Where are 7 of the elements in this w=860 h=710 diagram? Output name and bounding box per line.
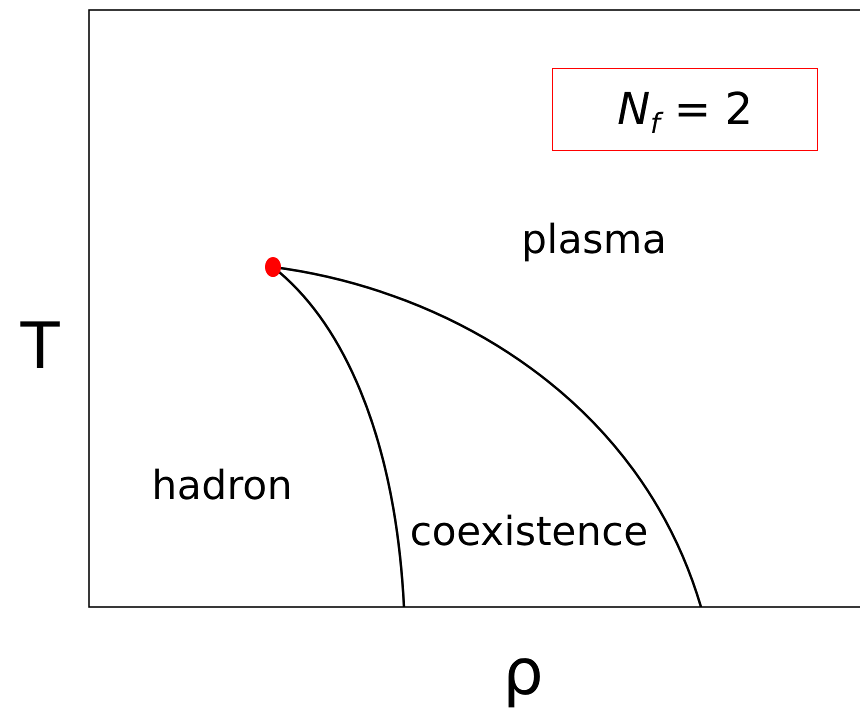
region-label: hadron <box>152 466 292 506</box>
region-label: coexistence <box>410 512 648 552</box>
axis-label: T <box>20 315 60 379</box>
region-label: plasma <box>521 220 667 260</box>
label-box <box>552 68 818 151</box>
axis-label: ρ <box>502 641 544 705</box>
flavor-number-label: N$_{f}$ = 2 <box>617 88 753 132</box>
